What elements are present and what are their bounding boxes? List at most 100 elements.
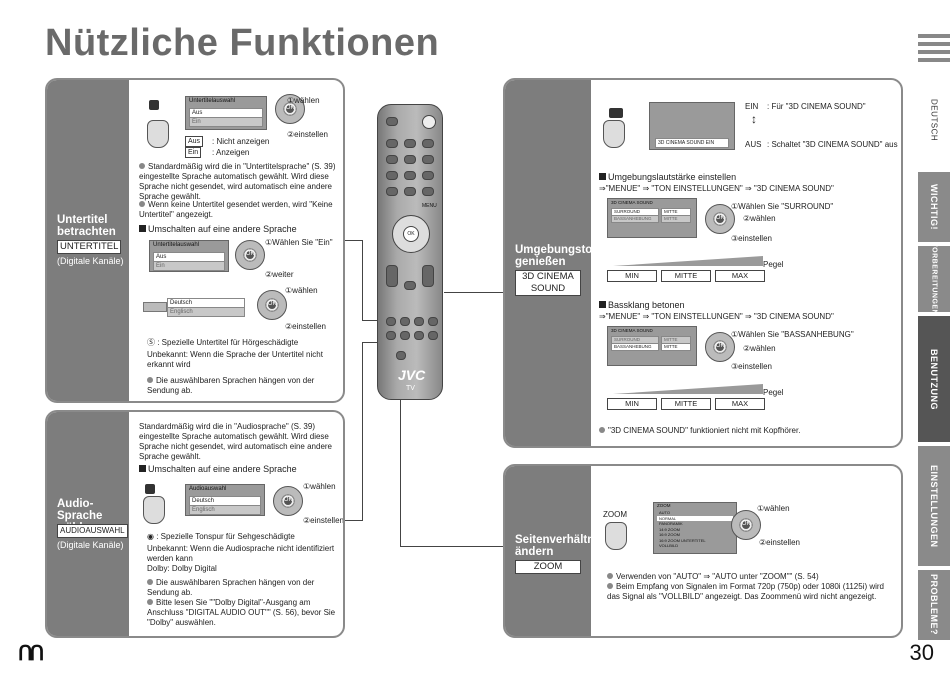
zoom-menu-item[interactable]: PANORAMIK [659,521,683,526]
sound-footnote: "3D CINEMA SOUND" funktioniert nicht mit… [599,426,899,436]
audio-intro: Standardmäßig wird die in "Audiosprache"… [139,422,333,461]
bullet-icon [607,573,613,579]
level-max: MAX [715,270,765,282]
bass-path: ⇒"MENUE" ⇒ "TON EINSTELLUNGEN" ⇒ "3D CIN… [599,312,834,321]
audio-language-option[interactable]: Englisch [189,505,261,515]
dial-ok-label: OK [715,342,724,352]
tab-einstellungen[interactable]: EINSTELLUNGEN [918,446,950,566]
remote-button[interactable] [386,265,398,287]
sound-remote-icon [609,108,623,118]
subtitle-bullet2: Wenn keine Untertitel gesendet werden, w… [139,200,339,220]
bass-level-label: Pegel [763,388,784,397]
remote-button[interactable] [404,139,416,148]
remote-button[interactable] [428,331,438,340]
zoom-menu-item[interactable]: 14:9 ZOOM [659,526,680,532]
remote-button[interactable] [386,187,398,196]
subtitle-step1: ①wählen [287,96,320,105]
dial-icon: OK [273,486,303,516]
surround-path: ⇒"MENUE" ⇒ "TON EINSTELLUNGEN" ⇒ "3D CIN… [599,184,834,193]
remote-button[interactable] [414,331,424,340]
hand-icon [603,120,625,148]
zoom-menu-item[interactable]: AUTO [659,510,671,515]
switch-menu-option[interactable]: Ein [153,261,225,271]
bullet-icon [607,583,613,589]
aus-desc: : Nicht anzeigen [212,137,270,146]
dial-icon: OK [705,332,735,362]
bass-heading: Bassklang betonen [599,300,685,311]
remote-button[interactable] [400,331,410,340]
level-wedge [613,256,763,266]
audio-dolby-note: Dolby: Dolby Digital [147,564,217,573]
remote-button[interactable] [404,155,416,164]
bullet-icon [147,377,153,383]
remote-button[interactable] [414,317,424,326]
subtitle-switch-heading: Umschalten auf eine andere Sprache [139,224,297,235]
surround-menu-row[interactable]: BASSANHEBUNG [611,215,659,223]
page-title: Nützliche Funktionen [45,22,440,64]
bullet-icon [147,599,153,605]
level-label: Pegel [763,260,784,269]
tab-stripe [918,34,950,38]
tab-wichtig[interactable]: WICHTIG! [918,172,950,242]
zoom-menu-item[interactable]: NORMAL [657,515,733,521]
bass-step2: ②wählen [743,344,776,353]
dial-icon: OK [731,510,761,540]
remote-button[interactable] [386,139,398,148]
zoom-menu-item[interactable]: 16:9 ZOOM UNTERTITEL [659,537,706,543]
surround-step1: ①Wählen Sie "SURROUND" [731,202,834,211]
footer-logo-icon: ᑎᑎ [18,643,44,665]
remote-button[interactable] [422,139,434,148]
remote-button[interactable] [428,317,438,326]
zoom-title: Seitenverhältnis ändern [515,534,604,558]
remote-button[interactable] [404,281,416,290]
subtitle-remote-icon [149,100,159,110]
sound-sidebar [505,80,591,446]
audio-bullet2: Bitte lesen Sie ""Dolby Digital"-Ausgang… [147,598,337,628]
remote-button[interactable] [386,171,398,180]
zoom-button[interactable] [396,351,406,360]
remote-button[interactable] [386,117,398,126]
remote-button[interactable] [404,187,416,196]
dial-icon: OK [275,94,305,124]
zoom-menu-item[interactable]: VOLLBILD [659,543,679,548]
dial-ok-label: OK [267,300,276,310]
remote-button[interactable] [386,155,398,164]
connector-line [400,356,401,546]
tab-benutzung[interactable]: BENUTZUNG [918,316,950,442]
audio-step1: ①wählen [303,482,336,491]
subtitle-bullet1-text: Standardmäßig wird die in "Untertitelspr… [139,162,336,201]
remote-button[interactable] [422,171,434,180]
dial-ok-label: OK [285,104,294,114]
tab-vorbereitungen[interactable]: VORBEREITUNGEN [918,242,950,316]
bass-level-wedge [613,384,763,394]
square-icon [599,301,606,308]
lang-step1: ①wählen [285,286,318,295]
bass-level-mid: MITTE [661,398,711,410]
remote-button[interactable] [422,187,434,196]
subtitle-button-label: UNTERTITEL [57,240,122,254]
power-button[interactable] [422,115,436,129]
zoom-menu-item[interactable]: 16:9 ZOOM [659,532,680,537]
language-option[interactable]: Englisch [167,307,245,317]
dial-icon: OK [257,290,287,320]
hearing-icon: Ⓢ [147,338,158,347]
bass-menu-title: 3D CINEMA SOUND [611,328,653,333]
audio-button-label: AUDIOAUSWAHL [57,524,128,538]
ein-desc: : Anzeigen [212,148,250,157]
subtitle-menu-option[interactable]: Ein [189,117,263,127]
subtitle-bullet3-text: Die auswählbaren Sprachen hängen von der… [147,376,315,395]
hand-icon [147,120,169,148]
remote-button[interactable] [386,331,396,340]
sound-aus-label: AUS [745,140,762,149]
remote-button[interactable] [400,317,410,326]
remote-button[interactable] [386,317,396,326]
ok-button[interactable]: OK [403,226,419,242]
model-label: TV [406,385,415,392]
unknown-note: Unbekannt: Wenn die Sprache der Untertit… [147,350,323,369]
remote-button[interactable] [404,171,416,180]
remote-button[interactable] [422,155,434,164]
bass-menu-row[interactable]: BASSANHEBUNG [611,343,659,351]
tab-probleme[interactable]: PROBLEME? [918,570,950,640]
zoom-bullet1: Verwenden von "AUTO" ⇒ "AUTO unter "ZOOM… [607,572,897,582]
remote-button[interactable] [422,265,434,287]
